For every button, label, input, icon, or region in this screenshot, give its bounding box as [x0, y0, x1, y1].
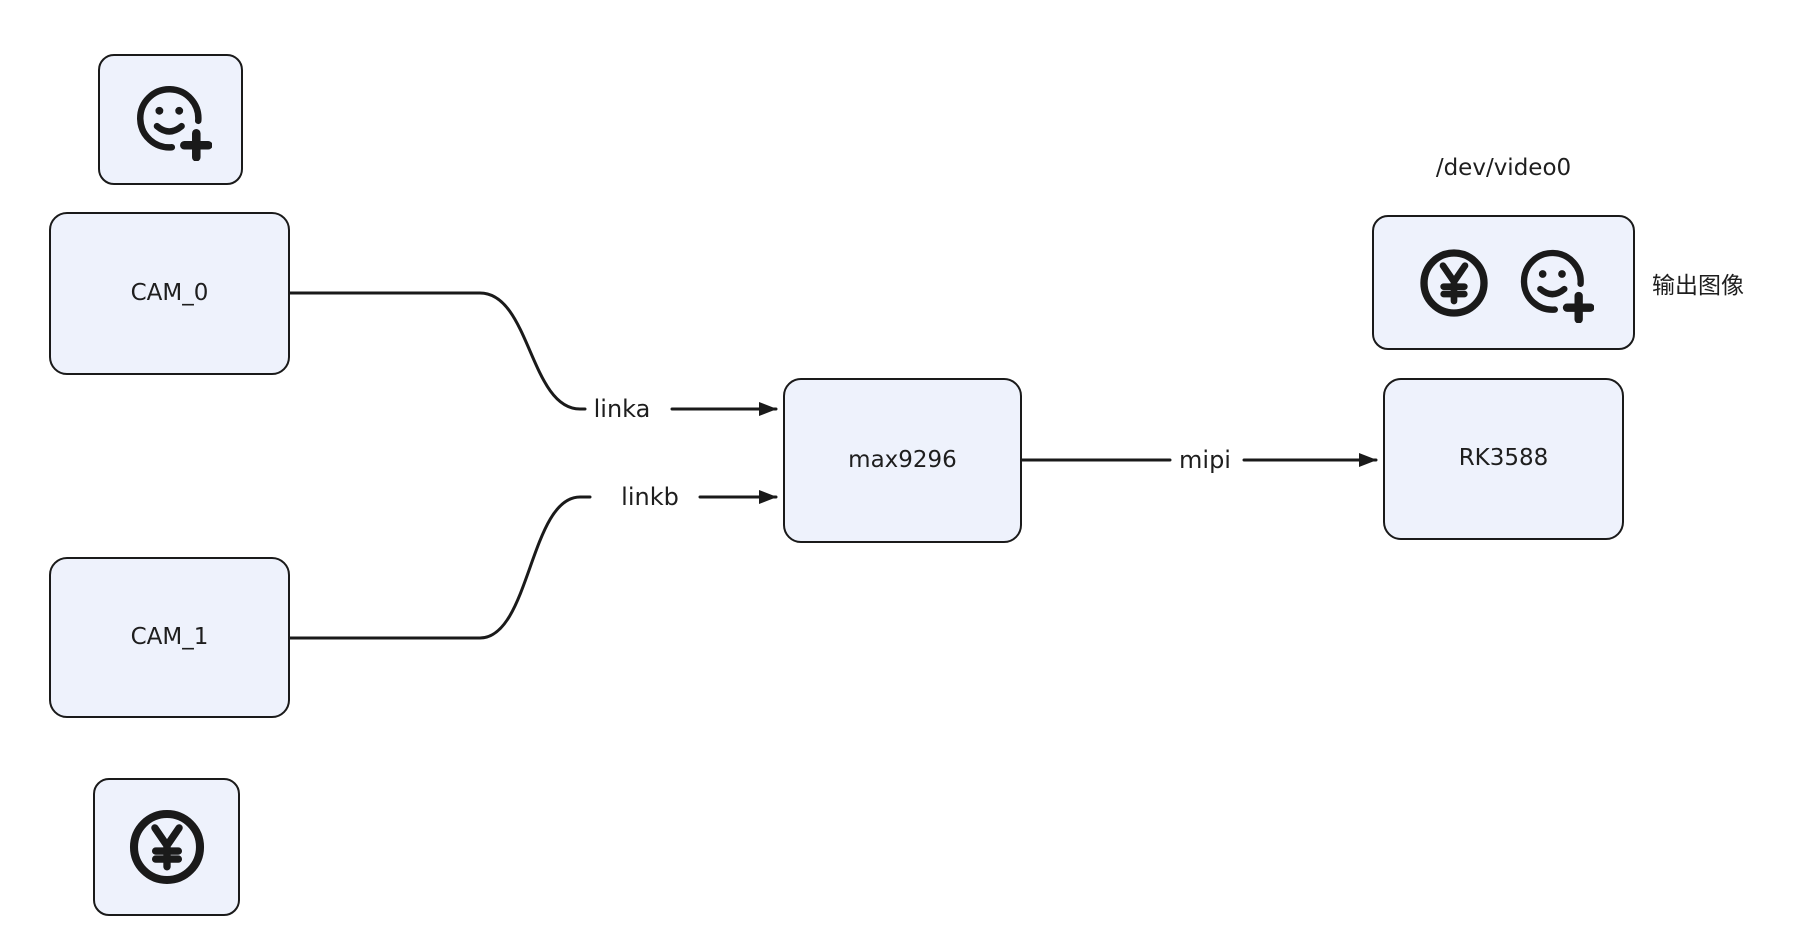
node-cam1-label: CAM_1 [130, 623, 209, 650]
node-cam0-label: CAM_0 [130, 279, 209, 306]
edge-linka-curve [288, 291, 587, 411]
edge-label-mipi: mipi [1179, 446, 1231, 474]
edge-label-linka: linka [593, 395, 651, 423]
icon-box-yuan-coin [93, 778, 240, 916]
node-cam1: CAM_1 [49, 557, 290, 718]
edge-label-linkb: linkb [621, 483, 679, 511]
caption-dev-video0: /dev/video0 [1435, 155, 1572, 181]
smiley-add-icon [130, 79, 212, 161]
dev-video0-icons [1414, 243, 1594, 323]
node-dev-video0 [1372, 215, 1635, 350]
node-cam0: CAM_0 [49, 212, 290, 375]
node-rk3588-label: RK3588 [1458, 445, 1549, 472]
smiley-add-icon [1514, 243, 1594, 323]
yuan-coin-icon [123, 803, 211, 891]
caption-output-image: 输出图像 [1652, 273, 1744, 299]
icon-box-smiley-add [98, 54, 243, 185]
node-max9296-label: max9296 [848, 446, 957, 473]
node-max9296: max9296 [783, 378, 1022, 543]
edge-linkb-curve [288, 495, 592, 640]
yuan-coin-icon [1414, 243, 1494, 323]
node-rk3588: RK3588 [1383, 378, 1624, 540]
